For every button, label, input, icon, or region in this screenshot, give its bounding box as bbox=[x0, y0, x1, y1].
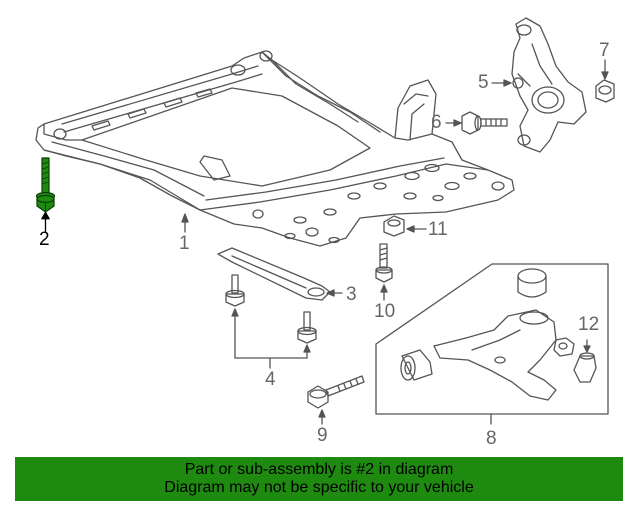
callout-10: 10 bbox=[374, 301, 396, 322]
callout-3: 3 bbox=[346, 284, 357, 305]
callout-2: 2 bbox=[39, 229, 50, 250]
nut-part-7 bbox=[595, 59, 615, 103]
control-arm-part-8 bbox=[375, 263, 609, 425]
bolt-part-10 bbox=[375, 243, 393, 301]
banner-line-disclaimer: Diagram may not be specific to your vehi… bbox=[164, 479, 474, 496]
exploded-parts-diagram bbox=[35, 17, 615, 425]
callout-9: 9 bbox=[317, 425, 328, 446]
knuckle-part-5 bbox=[491, 17, 587, 153]
bolt-part-6 bbox=[445, 111, 508, 135]
callout-4: 4 bbox=[265, 369, 276, 390]
callout-6: 6 bbox=[431, 112, 442, 133]
bolt-part-2 bbox=[35, 157, 56, 233]
callout-12: 12 bbox=[578, 314, 600, 335]
bolts-part-4 bbox=[225, 274, 317, 369]
brace-part-3 bbox=[217, 247, 343, 301]
callout-7: 7 bbox=[599, 40, 610, 61]
subframe-part-1 bbox=[35, 50, 515, 247]
callout-1: 1 bbox=[179, 233, 190, 254]
bolt-part-9 bbox=[307, 375, 365, 425]
banner-line-part: Part or sub-assembly is #2 in diagram bbox=[184, 461, 454, 478]
callout-5: 5 bbox=[478, 72, 489, 93]
callout-11: 11 bbox=[428, 219, 448, 240]
nut-part-11 bbox=[383, 215, 427, 237]
info-banner: Part or sub-assembly is #2 in diagram Di… bbox=[15, 457, 623, 501]
callout-8: 8 bbox=[486, 428, 497, 449]
